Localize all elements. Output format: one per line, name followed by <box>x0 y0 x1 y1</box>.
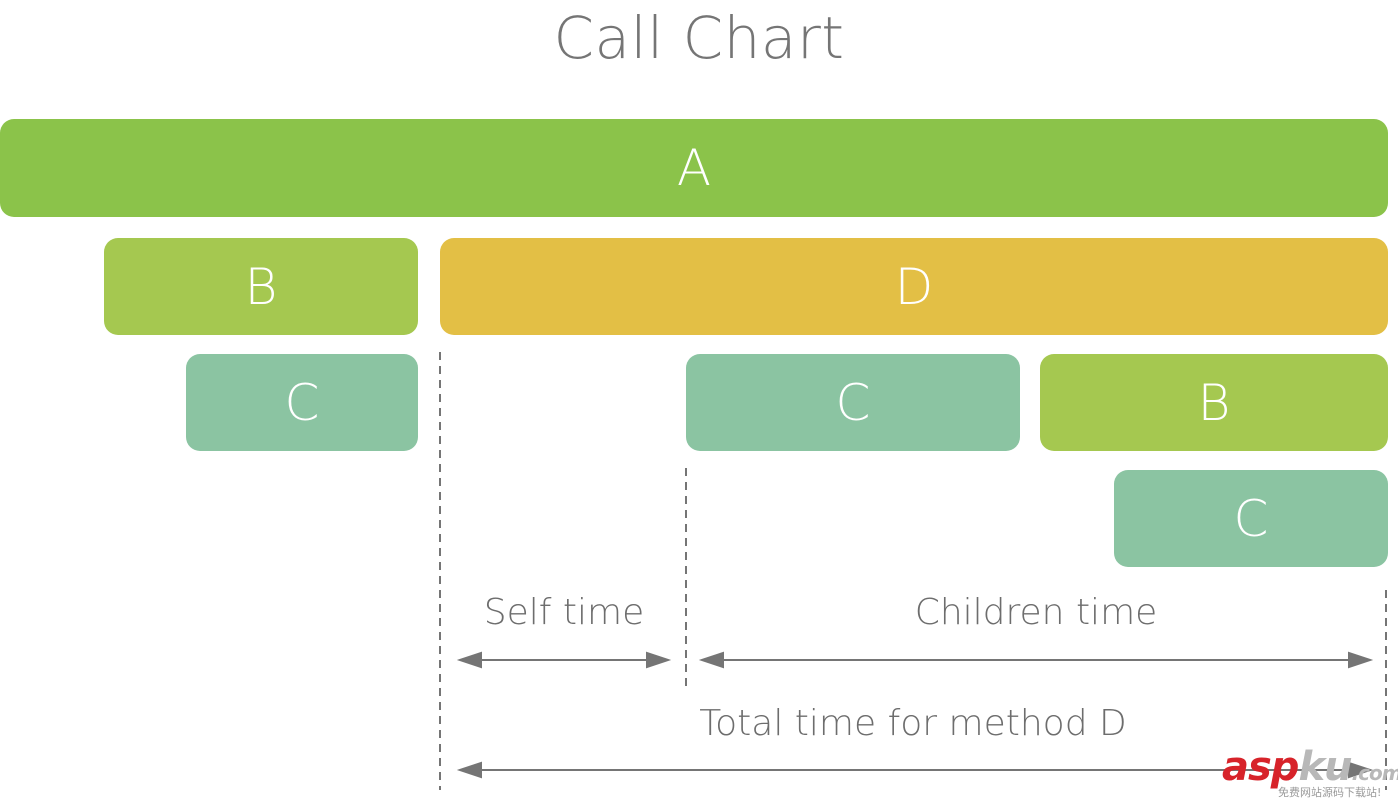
self-time-label: Self time <box>483 592 645 633</box>
children-time-arrowhead-right <box>1348 651 1374 669</box>
chart-title: Call Chart <box>553 4 845 72</box>
watermark-logo: aspku.com 免费网站源码下载站! <box>1222 744 1398 802</box>
children-time-label: Children time <box>914 592 1158 633</box>
call-label-c-under-d: C <box>835 373 871 432</box>
call-label-b: B <box>244 257 278 316</box>
self-time-arrowhead-left <box>456 651 482 669</box>
children-time-arrowhead-left <box>698 651 724 669</box>
call-bar-a: A <box>0 119 1388 217</box>
call-bar-c-under-b: C <box>186 354 418 451</box>
watermark-brand: asp <box>1222 744 1299 790</box>
self-time-arrowhead-right <box>646 651 672 669</box>
call-label-c-under-b: C <box>284 373 320 432</box>
total-time-label: Total time for method D <box>699 703 1127 744</box>
call-label-c-under-b2: C <box>1233 489 1269 548</box>
call-bar-c-under-b2: C <box>1114 470 1388 567</box>
call-bar-b-under-d: B <box>1040 354 1388 451</box>
watermark-tagline: 免费网站源码下载站! <box>1278 786 1382 799</box>
watermark-brand-suffix: ku <box>1298 744 1352 790</box>
call-bar-b: B <box>104 238 418 335</box>
call-label-b-under-d: B <box>1197 373 1231 432</box>
call-label-d: D <box>894 257 934 316</box>
call-bar-d: D <box>440 238 1388 335</box>
total-time-arrowhead-right <box>1348 761 1374 779</box>
call-label-a: A <box>676 139 712 197</box>
call-bar-c-under-d: C <box>686 354 1020 451</box>
watermark-domain: .com <box>1351 761 1398 785</box>
total-time-arrowhead-left <box>456 761 482 779</box>
